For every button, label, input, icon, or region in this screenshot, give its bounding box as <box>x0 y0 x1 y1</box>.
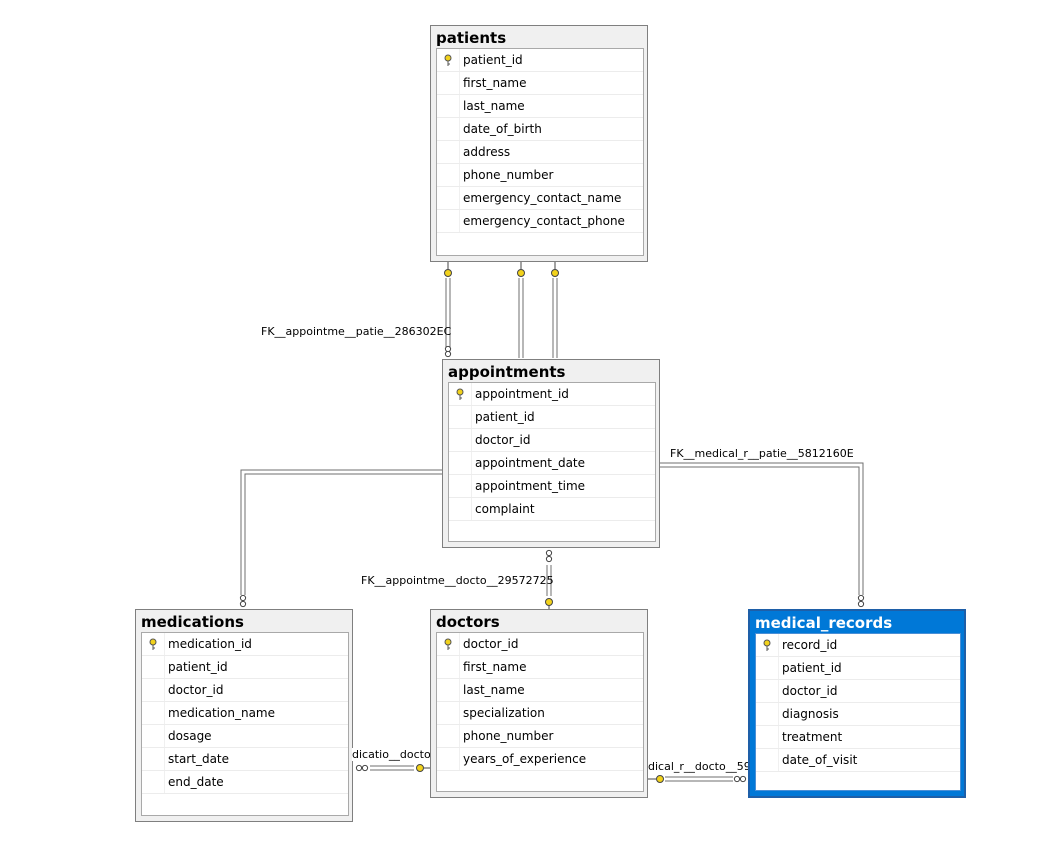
column-row[interactable]: date_of_birth <box>437 118 643 141</box>
column-name: date_of_birth <box>463 122 542 136</box>
column-name: emergency_contact_name <box>463 191 622 205</box>
key-icon <box>142 633 164 655</box>
column-row[interactable]: last_name <box>437 679 643 702</box>
column-row[interactable]: appointment_date <box>449 452 655 475</box>
column-name: patient_id <box>782 661 842 675</box>
column-name: diagnosis <box>782 707 839 721</box>
column-name: patient_id <box>475 410 535 424</box>
relationship-label: FK__appointme__docto__29572725 <box>361 574 554 587</box>
column-list: medication_id patient_id doctor_id medic… <box>141 632 349 816</box>
column-row[interactable]: date_of_visit <box>756 749 960 772</box>
column-name: medication_id <box>168 637 252 651</box>
column-name: start_date <box>168 752 230 766</box>
column-name: patient_id <box>463 53 523 67</box>
column-list: patient_id first_name last_name date_of_… <box>436 48 644 256</box>
relationship-label: FK__medical_r__patie__5812160E <box>670 447 854 460</box>
column-row[interactable]: record_id <box>756 634 960 657</box>
column-row[interactable]: treatment <box>756 726 960 749</box>
column-row[interactable]: start_date <box>142 748 348 771</box>
column-name: doctor_id <box>782 684 838 698</box>
column-row[interactable]: dosage <box>142 725 348 748</box>
column-row[interactable]: appointment_id <box>449 383 655 406</box>
column-name: emergency_contact_phone <box>463 214 625 228</box>
column-row[interactable]: patient_id <box>756 657 960 680</box>
column-row[interactable]: doctor_id <box>437 633 643 656</box>
column-row[interactable]: doctor_id <box>449 429 655 452</box>
column-name: complaint <box>475 502 535 516</box>
column-name: phone_number <box>463 168 554 182</box>
column-name: doctor_id <box>168 683 224 697</box>
column-row[interactable]: appointment_time <box>449 475 655 498</box>
column-row[interactable]: end_date <box>142 771 348 794</box>
column-row[interactable]: complaint <box>449 498 655 521</box>
column-name: dosage <box>168 729 212 743</box>
column-row[interactable]: medication_id <box>142 633 348 656</box>
column-row[interactable]: emergency_contact_name <box>437 187 643 210</box>
column-row[interactable]: phone_number <box>437 725 643 748</box>
column-name: doctor_id <box>463 637 519 651</box>
column-list: doctor_id first_name last_name specializ… <box>436 632 644 792</box>
many-end-marker <box>239 345 865 783</box>
table-title: patients <box>436 29 507 47</box>
table-title: medications <box>141 613 244 631</box>
column-row[interactable]: patient_id <box>437 49 643 72</box>
column-name: specialization <box>463 706 545 720</box>
column-row[interactable]: specialization <box>437 702 643 725</box>
relationship-label: dicatio__docto__ <box>352 748 430 761</box>
column-name: doctor_id <box>475 433 531 447</box>
table-doctors[interactable]: doctors doctor_id first_name last_name s… <box>430 609 648 798</box>
relationship-label: FK__appointme__patie__286302EC <box>261 325 452 338</box>
column-name: medication_name <box>168 706 275 720</box>
table-title: medical_records <box>755 614 893 632</box>
column-name: end_date <box>168 775 224 789</box>
column-name: appointment_time <box>475 479 586 493</box>
table-title: doctors <box>436 613 500 631</box>
column-name: record_id <box>782 638 838 652</box>
column-row[interactable]: last_name <box>437 95 643 118</box>
column-name: appointment_id <box>475 387 569 401</box>
column-name: patient_id <box>168 660 228 674</box>
column-row[interactable]: address <box>437 141 643 164</box>
column-row[interactable]: emergency_contact_phone <box>437 210 643 233</box>
column-row[interactable]: medication_name <box>142 702 348 725</box>
column-name: first_name <box>463 76 527 90</box>
key-icon <box>437 49 459 71</box>
column-name: last_name <box>463 99 525 113</box>
key-icon <box>756 634 778 656</box>
column-row[interactable]: years_of_experience <box>437 748 643 771</box>
column-row[interactable]: patient_id <box>449 406 655 429</box>
column-row[interactable]: diagnosis <box>756 703 960 726</box>
column-row[interactable]: first_name <box>437 72 643 95</box>
table-medications[interactable]: medications medication_id patient_id doc… <box>135 609 353 822</box>
column-list: appointment_id patient_id doctor_id appo… <box>448 382 656 542</box>
column-name: address <box>463 145 511 159</box>
key-icon <box>437 633 459 655</box>
table-patients[interactable]: patients patient_id first_name last_name… <box>430 25 648 262</box>
column-name: date_of_visit <box>782 753 858 767</box>
table-medical-records[interactable]: medical_records record_id patient_id doc… <box>748 609 966 798</box>
column-row[interactable]: patient_id <box>142 656 348 679</box>
table-title: appointments <box>448 363 566 381</box>
column-name: treatment <box>782 730 843 744</box>
column-name: phone_number <box>463 729 554 743</box>
column-row[interactable]: first_name <box>437 656 643 679</box>
key-icon <box>449 383 471 405</box>
column-name: last_name <box>463 683 525 697</box>
column-row[interactable]: phone_number <box>437 164 643 187</box>
column-name: years_of_experience <box>463 752 587 766</box>
relationship-label: dical_r__docto__590 <box>648 760 748 773</box>
column-list: record_id patient_id doctor_id diagnosis… <box>755 633 961 791</box>
column-row[interactable]: doctor_id <box>756 680 960 703</box>
table-appointments[interactable]: appointments appointment_id patient_id d… <box>442 359 660 548</box>
key-end-marker <box>416 269 664 783</box>
column-name: appointment_date <box>475 456 586 470</box>
column-row[interactable]: doctor_id <box>142 679 348 702</box>
column-name: first_name <box>463 660 527 674</box>
